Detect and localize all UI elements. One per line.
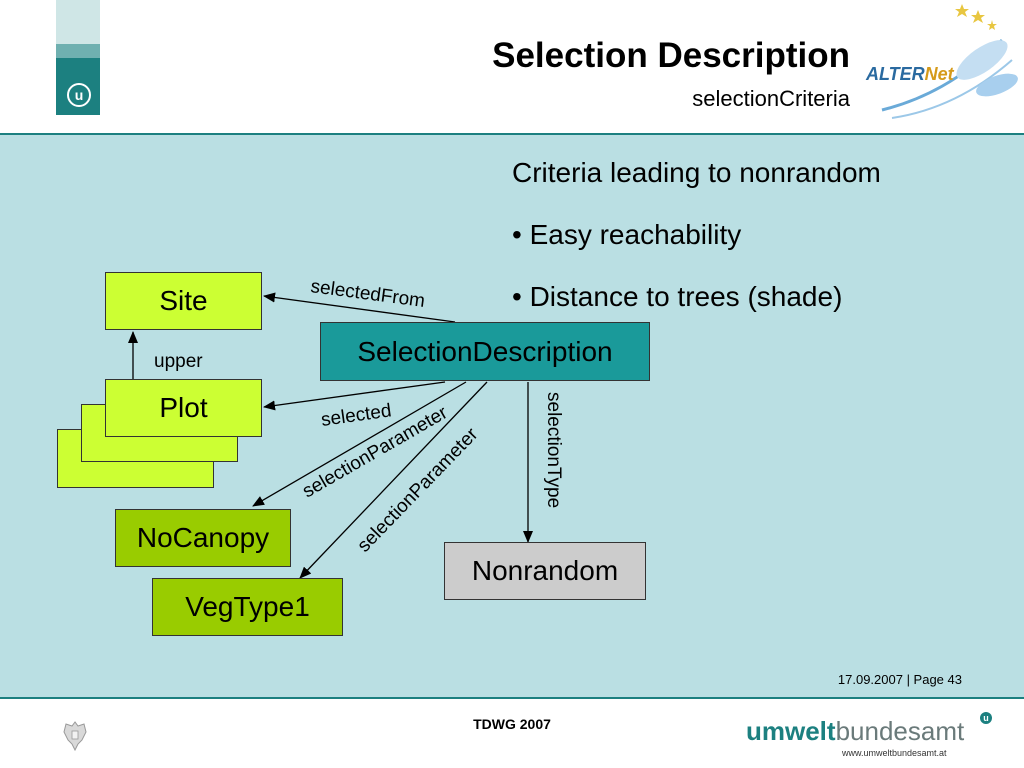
node-vegtype1: VegType1 <box>152 578 343 636</box>
alternet-wordmark-main: ALTER <box>866 64 925 84</box>
brand-bold-text: umwelt <box>746 716 836 746</box>
header-divider <box>0 133 1024 135</box>
node-nonrandom: Nonrandom <box>444 542 646 600</box>
alternet-wordmark-accent: Net <box>924 64 954 84</box>
slide-header <box>0 0 1024 133</box>
header-stripe-light <box>56 0 100 44</box>
austrian-eagle-icon <box>63 721 87 752</box>
uba-u-icon: u <box>980 712 992 724</box>
edge-selected-from <box>263 292 456 323</box>
node-selection-description: SelectionDescription <box>320 322 650 381</box>
edge-label-upper: upper <box>154 351 203 372</box>
footer-divider <box>0 697 1024 699</box>
criteria-list: Criteria leading to nonrandom • Easy rea… <box>512 157 881 343</box>
node-nocanopy: NoCanopy <box>115 509 291 567</box>
slide-subtitle: selectionCriteria <box>692 86 850 111</box>
edge-selection-parameter-2 <box>299 381 488 579</box>
criteria-heading: Criteria leading to nonrandom <box>512 157 881 188</box>
alternet-logo-icon <box>881 4 1018 119</box>
umweltbundesamt-logo: umweltbundesamt <box>746 716 964 747</box>
brand-light-text: bundesamt <box>835 716 965 746</box>
alternet-wordmark: ALTERNet <box>866 64 954 85</box>
criteria-bullet: • Distance to trees (shade) <box>512 281 843 312</box>
edge-label-selected-from: selectedFrom <box>309 276 426 312</box>
criteria-bullet: • Easy reachability <box>512 219 742 250</box>
slide-footer <box>0 699 1024 768</box>
edge-label-selection-type: selectionType <box>543 392 564 508</box>
u-logo-icon: u <box>67 83 91 107</box>
header-stripe-mid <box>56 44 100 58</box>
footer-event-label: TDWG 2007 <box>473 716 551 732</box>
edge-selection-parameter-1 <box>252 381 467 507</box>
node-plot: Plot <box>105 379 262 437</box>
brand-url: www.umweltbundesamt.at <box>842 748 947 758</box>
node-site: Site <box>105 272 262 330</box>
date-page-label: 17.09.2007 | Page 43 <box>837 672 962 687</box>
edge-selected <box>263 381 446 411</box>
edge-label-selected: selected <box>320 400 393 431</box>
slide-title: Selection Description <box>492 36 850 75</box>
